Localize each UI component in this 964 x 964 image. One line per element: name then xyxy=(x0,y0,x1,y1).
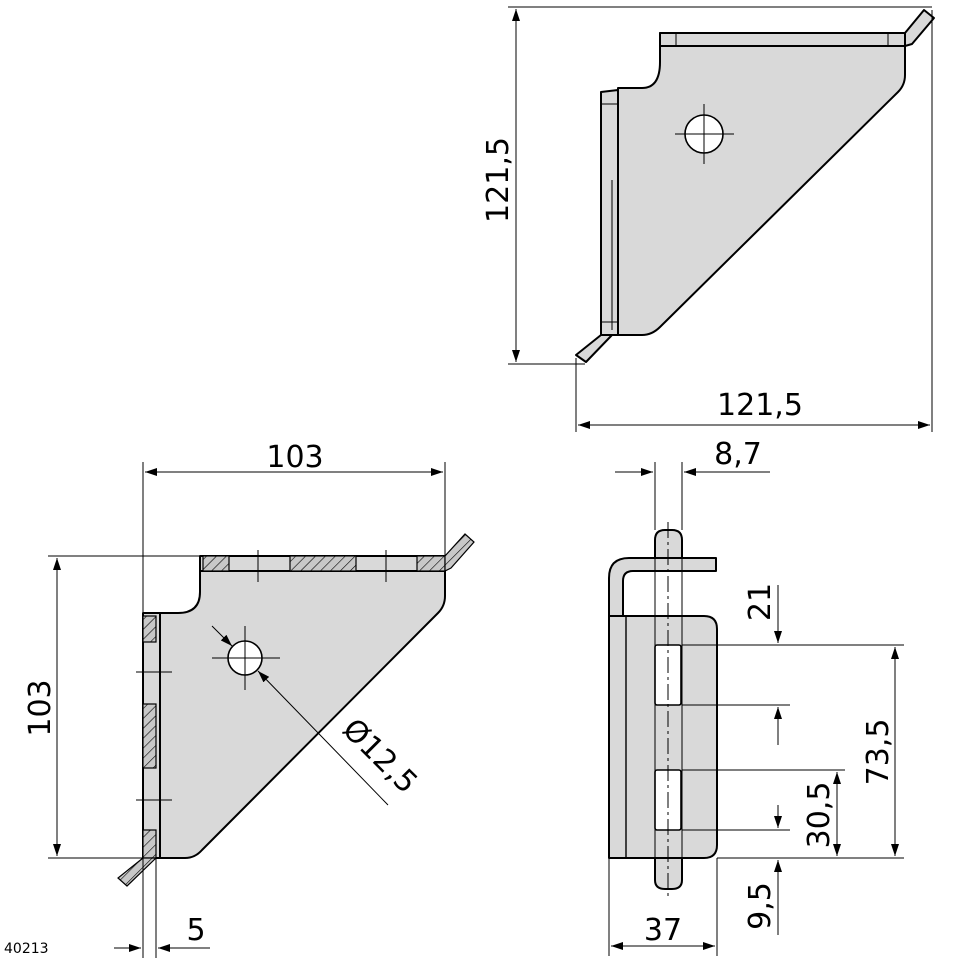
front-view-height-label: 103 xyxy=(23,679,58,736)
side-view-span-label: 73,5 xyxy=(861,719,896,786)
side-view-body xyxy=(608,615,718,859)
hatch-segment xyxy=(142,829,157,859)
front-view-thickness-label: 5 xyxy=(186,913,205,948)
side-view-depth-label: 37 xyxy=(644,913,682,948)
top-view: 121,5 121,5 xyxy=(481,6,935,432)
top-view-plate xyxy=(617,32,906,336)
front-view-hole-label: Ø12,5 xyxy=(335,712,424,801)
front-view-width-label: 103 xyxy=(266,440,323,475)
side-view: 8,7 21 73,5 30,5 9,5 37 xyxy=(608,437,904,956)
top-view-width-label: 121,5 xyxy=(717,388,803,423)
top-view-tab-bottom xyxy=(575,334,613,363)
top-view-flange-left xyxy=(600,89,619,336)
hatch-segment xyxy=(202,555,230,572)
top-view-flange-top xyxy=(659,32,906,47)
side-view-bottom-offset-label: 9,5 xyxy=(743,882,778,930)
front-view-tab-top xyxy=(444,533,475,572)
top-view-height-label: 121,5 xyxy=(481,137,516,223)
side-view-lower-slot-label: 30,5 xyxy=(802,782,837,849)
drawing-number: 40213 xyxy=(4,941,49,957)
front-view: Ø12,5 103 103 5 xyxy=(23,440,475,958)
front-view-tab-bottom xyxy=(117,857,158,887)
top-view-tab-top xyxy=(904,9,935,47)
side-view-hook-flange xyxy=(608,557,717,617)
hatch-segment xyxy=(142,703,157,769)
side-view-offset-label: 8,7 xyxy=(714,437,762,472)
side-view-slot-length-label: 21 xyxy=(743,583,778,621)
hatch-segment xyxy=(416,555,446,572)
hatch-segment xyxy=(142,615,157,643)
hatch-segment xyxy=(289,555,357,572)
front-view-plate xyxy=(159,570,446,859)
